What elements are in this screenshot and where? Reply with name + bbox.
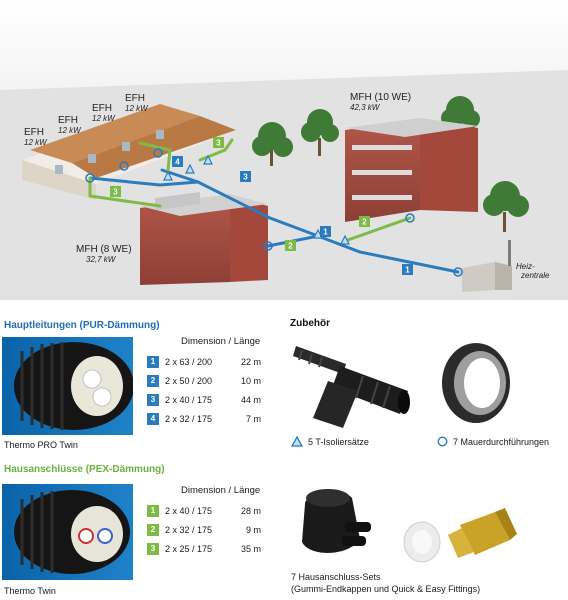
pipe-length: 35 m xyxy=(240,543,261,554)
pipe-cross-section-icon xyxy=(14,490,130,574)
main-pipe-image xyxy=(2,337,134,435)
building-name: EFH xyxy=(24,127,44,138)
table-row: 4 2 x 32 / 175 7 m xyxy=(147,409,261,428)
building-name: MFH (10 WE) xyxy=(350,92,412,103)
t-sets-legend: 5 T-Isoliersätze xyxy=(291,436,369,447)
pipe-cross-section-icon xyxy=(14,342,134,430)
wall-seal-icon xyxy=(442,343,510,423)
mfh-8-building xyxy=(140,192,268,285)
building-power: 12 kW xyxy=(58,126,81,135)
pipe-dimension: 2 x 40 / 175 xyxy=(165,505,213,516)
building-name: Heiz- xyxy=(516,262,535,271)
column-header: Dimension / Länge xyxy=(181,336,261,347)
accessories-heading: Zubehör xyxy=(290,318,330,329)
house-pipes-table: Dimension / Länge 1 2 x 40 / 175 28 m 2 … xyxy=(147,485,261,558)
building-label-efh-1: EFH 12 kW xyxy=(24,127,47,147)
building-label-efh-4: EFH 12 kW xyxy=(125,93,148,113)
building-power: 12 kW xyxy=(24,138,47,147)
pipe-number-badge: 2 xyxy=(147,374,159,387)
pipe-number-badge: 3 xyxy=(147,393,159,406)
pipe-number-badge: 1 xyxy=(147,355,159,368)
house-pipes-heading: Hausanschlüsse (PEX-Dämmung) xyxy=(4,464,165,475)
table-row: 1 2 x 40 / 175 28 m xyxy=(147,501,261,520)
pipe-number-badge: 4 xyxy=(147,412,159,425)
pipe-marker-label: 4 xyxy=(175,158,180,167)
house-sets-legend: 7 Hausanschluss-Sets (Gummi-Endkappen un… xyxy=(291,571,480,595)
pipe-marker-label: 2 xyxy=(362,218,367,227)
pipe-marker-label: 1 xyxy=(405,266,410,275)
building-power: 12 kW xyxy=(125,104,148,113)
building-power: 32,7 kW xyxy=(86,255,116,264)
main-pipes-table: Dimension / Länge 1 2 x 63 / 200 22 m 2 … xyxy=(147,336,261,428)
pipe-connectors xyxy=(85,148,463,277)
building-name: EFH xyxy=(92,103,112,114)
pipe-dimension: 2 x 25 / 175 xyxy=(165,543,213,554)
pipe-number-badge: 1 xyxy=(147,504,159,517)
building-name: MFH (8 WE) xyxy=(76,244,132,255)
house-sets-label: 7 Hausanschluss-Sets xyxy=(291,572,381,582)
pipe-marker-label: 1 xyxy=(323,228,328,237)
heating-plant xyxy=(462,240,512,292)
circle-icon xyxy=(437,436,448,447)
table-row: 3 2 x 40 / 175 44 m xyxy=(147,390,261,409)
pipe-length: 22 m xyxy=(240,356,261,367)
pipe-length: 9 m xyxy=(245,524,261,535)
pipe-dimension: 2 x 40 / 175 xyxy=(165,394,213,405)
t-insulation-set-icon xyxy=(293,346,410,428)
t-sets-label: 5 T-Isoliersätze xyxy=(308,436,369,447)
building-label-heating-plant: Heiz- zentrale xyxy=(516,262,549,280)
pipe-length: 44 m xyxy=(240,394,261,405)
column-header: Dimension / Länge xyxy=(181,485,261,496)
house-pipe-product: Thermo Twin xyxy=(4,586,56,596)
wall-seals-legend: 7 Mauerdurchführungen xyxy=(437,436,549,447)
main-pipes-heading: Hauptleitungen (PUR-Dämmung) xyxy=(4,320,160,331)
building-label-mfh-8: MFH (8 WE) 32,7 kW xyxy=(76,244,132,264)
building-power: 12 kW xyxy=(92,114,115,123)
building-label-mfh-10: MFH (10 WE) 42,3 kW xyxy=(350,92,411,112)
wall-seals-label: 7 Mauerdurchführungen xyxy=(453,436,550,447)
pipe-number-badge: 2 xyxy=(147,523,159,536)
tree xyxy=(252,96,529,232)
pipe-marker-label: 3 xyxy=(216,139,221,148)
pipe-marker-boxes xyxy=(110,137,413,275)
building-name: EFH xyxy=(125,93,145,104)
house-pipe-image xyxy=(2,484,133,580)
pipe-dimension: 2 x 32 / 175 xyxy=(165,413,213,424)
pipe-length: 7 m xyxy=(245,413,261,424)
table-row: 2 2 x 50 / 200 10 m xyxy=(147,371,261,390)
mfh-10-building xyxy=(345,118,478,222)
building-label-efh-3: EFH 12 kW xyxy=(92,103,115,123)
triangle-icon xyxy=(291,436,303,447)
building-label-efh-2: EFH 12 kW xyxy=(58,115,81,135)
pipe-marker-label: 3 xyxy=(243,173,248,182)
pipe-dimension: 2 x 50 / 200 xyxy=(165,375,213,386)
building-name: EFH xyxy=(58,115,78,126)
pipe-number-badge: 3 xyxy=(147,542,159,555)
pipe-marker-label: 2 xyxy=(288,242,293,251)
pipe-dimension: 2 x 63 / 200 xyxy=(165,356,213,367)
house-sets-detail: (Gummi-Endkappen und Quick & Easy Fittin… xyxy=(291,584,481,594)
building-power: 42,3 kW xyxy=(350,103,380,112)
pipe-length: 10 m xyxy=(240,375,261,386)
pipe-dimension: 2 x 32 / 175 xyxy=(165,524,213,535)
table-row: 3 2 x 25 / 175 35 m xyxy=(147,539,261,558)
table-row: 2 2 x 32 / 175 9 m xyxy=(147,520,261,539)
table-row: 1 2 x 63 / 200 22 m xyxy=(147,352,261,371)
district-heating-scene: 3 4 3 3 2 1 2 1 xyxy=(0,0,568,300)
pipe-marker-label: 3 xyxy=(113,188,118,197)
main-pipe-product: Thermo PRO Twin xyxy=(4,440,78,450)
building-power: zentrale xyxy=(521,271,550,280)
quick-easy-fitting-icon xyxy=(403,508,517,563)
end-cap-icon xyxy=(302,489,371,553)
pipe-length: 28 m xyxy=(240,505,261,516)
